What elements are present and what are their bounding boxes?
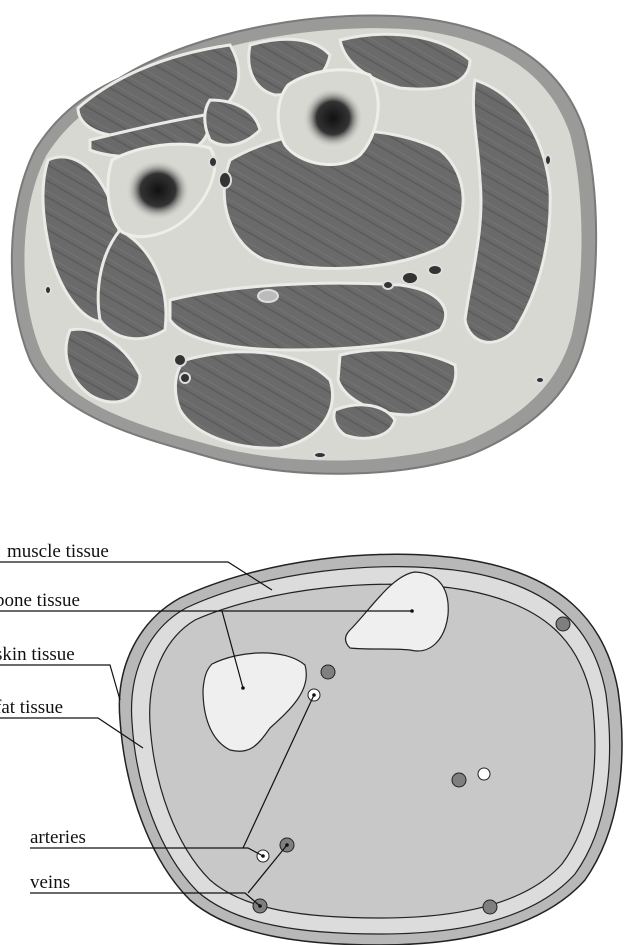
label-bone-tissue: bone tissue (0, 590, 80, 611)
illustration-vessel (258, 290, 278, 302)
illustration-vessel (536, 377, 544, 383)
illustration-marrow (303, 88, 363, 148)
illustration-vessel (545, 155, 551, 165)
skin-leader (0, 665, 120, 700)
illustration-marrow (126, 160, 190, 220)
vein-1 (556, 617, 570, 631)
label-skin-tissue: skin tissue (0, 644, 75, 665)
schematic-diagram: muscle tissue bone tissue skin tissue fa… (0, 541, 622, 945)
muscle (170, 283, 446, 350)
illustration-vessel (180, 373, 190, 383)
illustration-vessel (209, 157, 217, 167)
illustration-vessel (314, 452, 326, 458)
vein-6 (483, 900, 497, 914)
illustration-vessel (402, 272, 418, 284)
vein-2 (321, 665, 335, 679)
illustration-vessel (428, 265, 442, 275)
vein-3 (452, 773, 466, 787)
label-muscle-tissue: muscle tissue (7, 541, 109, 562)
anatomical-illustration (12, 16, 596, 474)
label-fat-tissue: fat tissue (0, 697, 63, 718)
illustration-vessel (219, 172, 231, 188)
label-veins: veins (30, 872, 70, 893)
label-arteries: arteries (30, 827, 86, 848)
illustration-vessel (45, 286, 51, 294)
artery-2 (478, 768, 490, 780)
illustration-vessel (174, 354, 186, 366)
muscle (334, 405, 395, 438)
illustration-vessel (383, 281, 393, 289)
